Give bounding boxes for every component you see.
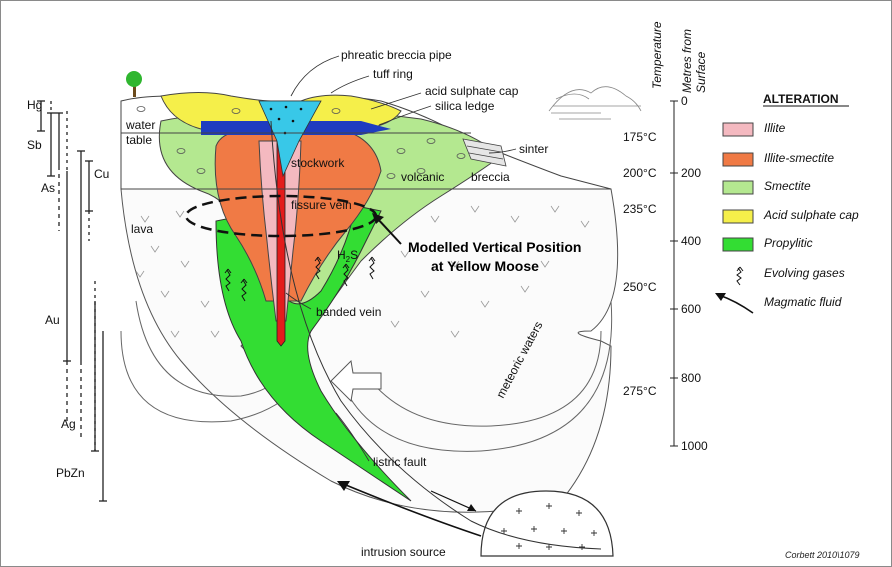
element-label-ag: Ag [61, 417, 76, 431]
depth-axis-title-1: Metres from [680, 29, 694, 93]
element-label-au: Au [45, 313, 60, 327]
label-water: water [125, 118, 155, 132]
label-tuff-ring: tuff ring [373, 67, 413, 81]
label-acid-sulphate-cap: acid sulphate cap [425, 84, 519, 98]
legend-swatch-propylitic [722, 237, 754, 252]
label-table: table [126, 133, 152, 147]
depth-tick-200: 200 [681, 166, 701, 180]
depth-axis-title-2: Surface [694, 51, 708, 93]
volcano-sketch-icon [548, 86, 642, 120]
element-labels: Hg Sb As Cu Au Ag PbZn [27, 98, 109, 480]
label-sinter: sinter [519, 142, 548, 156]
label-phreatic-breccia-pipe: phreatic breccia pipe [341, 48, 452, 62]
temperature-axis: Temperature 175°C 200°C 235°C 250°C 275°… [623, 21, 664, 398]
temperature-tick-200: 200°C [623, 166, 657, 180]
depth-tick-800: 800 [681, 371, 701, 385]
legend-label-illite-smectite: Illite-smectite [764, 151, 834, 165]
depth-axis: 0 200 400 600 800 1000 Metres from Surfa… [670, 29, 708, 453]
element-range-bars [37, 100, 107, 502]
phreatic-breccia-pipe [258, 100, 322, 178]
legend-label-acid-sulphate-cap: Acid sulphate cap [763, 208, 859, 222]
legend-label-evolving-gases: Evolving gases [764, 266, 845, 280]
yellow-moose-arrow [375, 216, 402, 245]
label-lava: lava [131, 222, 153, 236]
element-label-as: As [41, 181, 55, 195]
legend-magmatic-fluid-icon [715, 293, 754, 314]
fault-motion-arrow [430, 490, 477, 512]
depth-tick-600: 600 [681, 302, 701, 316]
smectite-pattern [136, 106, 466, 179]
legend-swatch-illite-smectite [722, 152, 754, 167]
yellow-moose-annotation: Modelled Vertical Position at Yellow Moo… [408, 239, 581, 274]
temperature-tick-250: 250°C [623, 280, 657, 294]
label-silica-ledge: silica ledge [435, 99, 495, 113]
element-label-cu: Cu [94, 167, 109, 181]
depth-tick-400: 400 [681, 234, 701, 248]
depth-tick-0: 0 [681, 94, 688, 108]
element-label-pbzn: PbZn [56, 466, 85, 480]
sinter-terrace [462, 138, 507, 167]
element-label-sb: Sb [27, 138, 42, 152]
temperature-tick-275: 275°C [623, 384, 657, 398]
temperature-tick-175: 175°C [623, 130, 657, 144]
label-volcanic: volcanic [401, 170, 444, 184]
annotation-line-1: Modelled Vertical Position [408, 239, 581, 255]
label-intrusion-source: intrusion source [361, 545, 446, 559]
legend-swatch-illite [722, 122, 754, 137]
legend-label-smectite: Smectite [764, 179, 811, 193]
temperature-tick-235: 235°C [623, 202, 657, 216]
credit-label: Corbett 2010\1079 [785, 550, 860, 560]
alteration-legend: ALTERATION Illite Illite-smectite Smecti… [715, 92, 859, 314]
magmatic-fluid-arrow [340, 482, 482, 537]
meteoric-arrow-right [330, 359, 382, 403]
legend-gas-icon [736, 266, 744, 286]
evolving-gas-symbols [224, 256, 376, 302]
legend-label-magmatic-fluid: Magmatic fluid [764, 295, 842, 309]
label-h2s: H2S [337, 248, 358, 264]
depth-tick-1000: 1000 [681, 439, 708, 453]
yellow-moose-arrowhead [372, 213, 384, 224]
callout-leaders [285, 55, 517, 462]
temperature-axis-title: Temperature [650, 21, 664, 89]
element-label-hg: Hg [27, 98, 42, 112]
legend-label-propylitic: Propylitic [764, 236, 813, 250]
intrusion-source [480, 490, 614, 557]
breccia-dots [269, 105, 303, 135]
legend-title: ALTERATION [763, 92, 839, 106]
label-banded-vein: banded vein [316, 305, 381, 319]
lava-pattern [135, 205, 590, 338]
label-fissure-vein: fissure vein [291, 198, 352, 212]
legend-swatch-acid-sulphate-cap [722, 209, 754, 224]
annotation-line-2: at Yellow Moose [431, 258, 539, 274]
legend-label-illite: Illite [764, 121, 786, 135]
listric-fault [270, 120, 602, 550]
label-stockwork: stockwork [291, 156, 345, 170]
label-breccia: breccia [471, 170, 510, 184]
tree-icon [126, 71, 142, 97]
fault-motion-arrowhead [467, 504, 476, 511]
legend-swatch-smectite [722, 180, 754, 195]
magmatic-fluid-arrowhead [337, 481, 350, 491]
label-listric-fault: listric fault [373, 455, 427, 469]
